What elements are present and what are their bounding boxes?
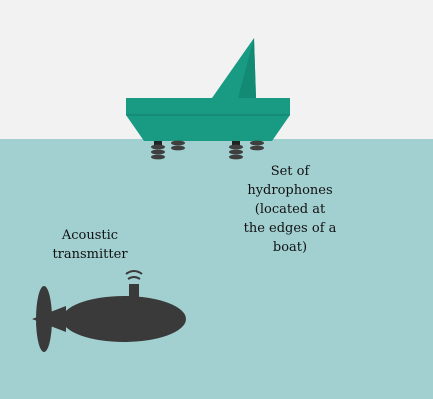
transmitter-label: Acoustic transmitter	[34, 226, 146, 264]
boat-hull	[126, 115, 290, 141]
hydrophones-label-line: boat)	[238, 238, 342, 257]
hydrophones-label-line: Set of	[238, 162, 342, 181]
submarine-hull	[62, 296, 186, 342]
water-area	[0, 139, 433, 399]
hydrophones-label: Set of hydrophones (located at the edges…	[238, 162, 342, 257]
hydrophones-label-line: hydrophones	[238, 181, 342, 200]
hydrophones-label-line: (located at	[238, 200, 342, 219]
transmitter-label-line: transmitter	[34, 245, 146, 264]
boat-deck	[126, 98, 290, 115]
transmitter-label-line: Acoustic	[34, 226, 146, 245]
hydrophones-label-line: the edges of a	[238, 219, 342, 238]
